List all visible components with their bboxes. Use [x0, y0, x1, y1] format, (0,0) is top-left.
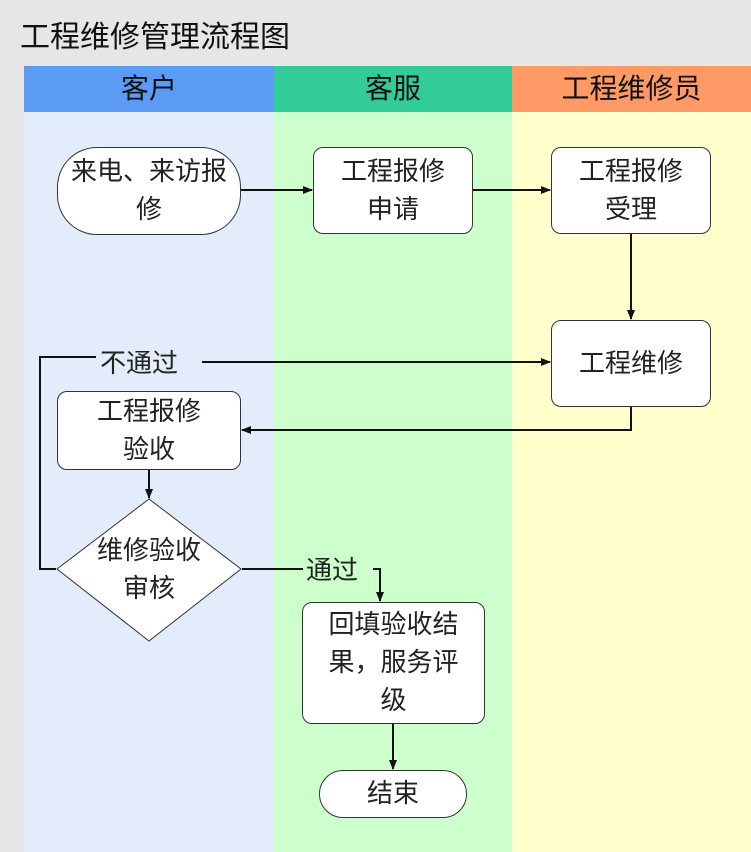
node-call-visit: 来电、来访报修 [57, 147, 241, 235]
node-inspection-review: 维修验收审核 [96, 536, 201, 604]
review-diamond-shape [56, 498, 242, 642]
lane-service-header: 客服 [274, 66, 512, 112]
lane-customer-header: 客户 [24, 66, 274, 112]
lane-customer: 客户 [24, 66, 274, 852]
node-fill-feedback: 回填验收结果，服务评级 [302, 602, 485, 724]
node-repair-work: 工程维修 [551, 320, 711, 407]
lane-service: 客服 [274, 66, 512, 852]
node-end: 结束 [319, 770, 467, 818]
page-title: 工程维修管理流程图 [20, 20, 290, 55]
edge-review-fail [39, 356, 96, 570]
lane-engineer-header: 工程维修员 [512, 66, 751, 112]
node-repair-accept: 工程报修受理 [551, 147, 711, 234]
edge-label-fail: 不通过 [100, 349, 179, 379]
edge-pass-to-feedback [373, 568, 384, 602]
node-repair-inspection: 工程报修验收 [57, 391, 241, 470]
edge-label-pass: 通过 [306, 556, 359, 586]
node-repair-request: 工程报修申请 [313, 147, 473, 234]
edge-work-to-inspection [241, 406, 632, 434]
